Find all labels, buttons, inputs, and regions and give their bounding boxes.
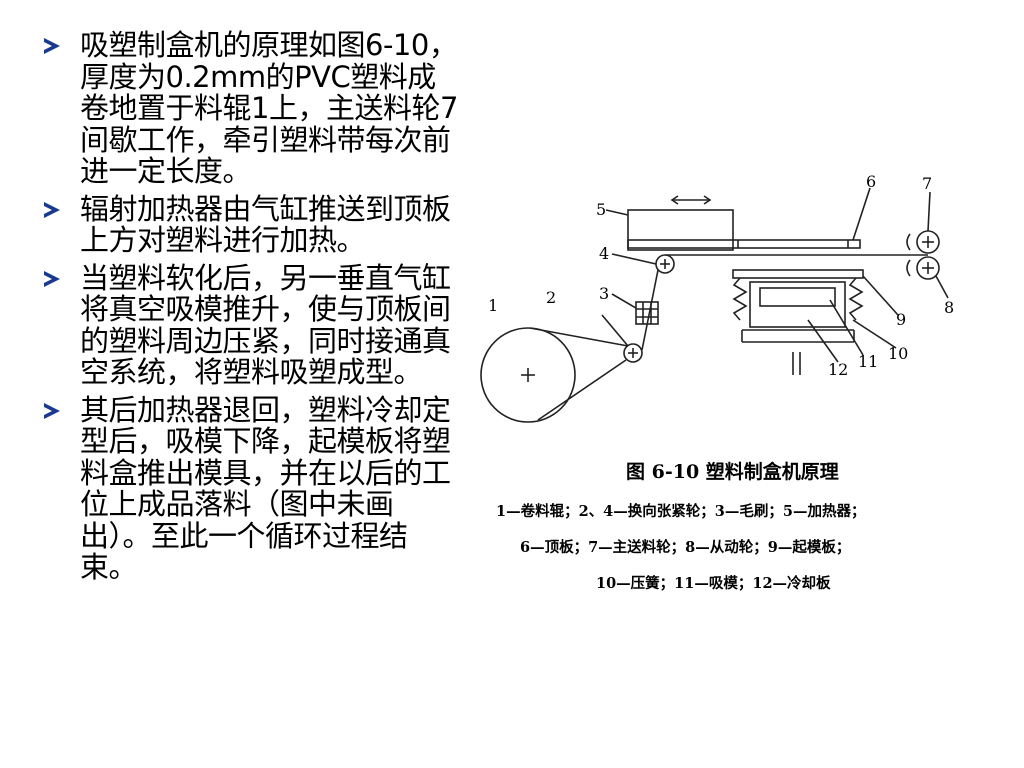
bullet-item-3: 当塑料软化后，另一垂直气缸将真空吸模推升，使与顶板间的塑料周边压紧，同时接通真空… <box>44 260 464 389</box>
label-8: 8 <box>944 298 955 317</box>
label-11: 11 <box>858 352 879 371</box>
bullet-item-2: 辐射加热器由气缸推送到顶板上方对塑料进行加热。 <box>44 191 464 257</box>
spring-10 <box>732 277 748 321</box>
arrow-bullet-icon <box>44 402 60 419</box>
bullet-list: 吸塑制盒机的原理如图6-10，厚度为0.2mm的PVC塑料成卷地置于料辊1上，主… <box>44 28 464 590</box>
heater-5 <box>627 209 734 251</box>
vacuum-mold-11 <box>749 281 846 328</box>
arrow-bullet-icon <box>44 270 60 287</box>
bullet-item-1: 吸塑制盒机的原理如图6-10，厚度为0.2mm的PVC塑料成卷地置于料辊1上，主… <box>44 28 464 188</box>
label-12: 12 <box>828 360 849 379</box>
idler-wheel-8 <box>916 256 940 280</box>
figure-legend-line: 1—卷料辊；2、4—换向张紧轮；3—毛刷；5—加热器； <box>496 503 866 520</box>
arrow-bullet-icon <box>44 201 60 218</box>
arrow-bullet-icon <box>44 38 60 54</box>
bullet-item-4: 其后加热器退回，塑料冷却定型后，吸模下降，起模板将塑料盒推出模具，并在以后的工位… <box>44 392 464 584</box>
tension-wheel-2 <box>623 343 643 363</box>
label-2: 2 <box>546 288 557 307</box>
bullet-text: 其后加热器退回，塑料冷却定型后，吸模下降，起模板将塑料盒推出模具，并在以后的工位… <box>80 392 451 584</box>
machine-diagram <box>480 187 949 423</box>
figure-legend-line: 10—压簧；11—吸模；12—冷却板 <box>596 575 831 592</box>
figure-caption: 图 6-10 塑料制盒机原理 <box>626 461 839 483</box>
label-10: 10 <box>888 344 909 363</box>
brush-3 <box>635 301 659 325</box>
plastic-film <box>529 327 629 347</box>
machine-diagram-figure: 5 4 3 2 1 6 7 8 9 10 11 12 图 6-10 塑料制盒机原… <box>478 170 1018 600</box>
label-4: 4 <box>599 244 610 263</box>
label-5: 5 <box>596 200 607 219</box>
bullet-text: 吸塑制盒机的原理如图6-10，厚度为0.2mm的PVC塑料成卷地置于料辊1上，主… <box>80 28 458 188</box>
figure-legend-line: 6—顶板；7—主送料轮；8—从动轮；9—起模板； <box>520 539 851 556</box>
bullet-text: 当塑料软化后，另一垂直气缸将真空吸模推升，使与顶板间的塑料周边压紧，同时接通真空… <box>80 260 451 389</box>
label-9: 9 <box>896 310 907 329</box>
stripper-plate-9 <box>732 269 864 279</box>
bullet-text: 辐射加热器由气缸推送到顶板上方对塑料进行加热。 <box>80 191 451 257</box>
feed-roll-1 <box>480 327 576 423</box>
top-plate-6 <box>627 239 861 249</box>
label-7: 7 <box>922 174 933 193</box>
label-3: 3 <box>599 284 610 303</box>
label-1: 1 <box>488 296 499 315</box>
label-6: 6 <box>866 172 877 191</box>
